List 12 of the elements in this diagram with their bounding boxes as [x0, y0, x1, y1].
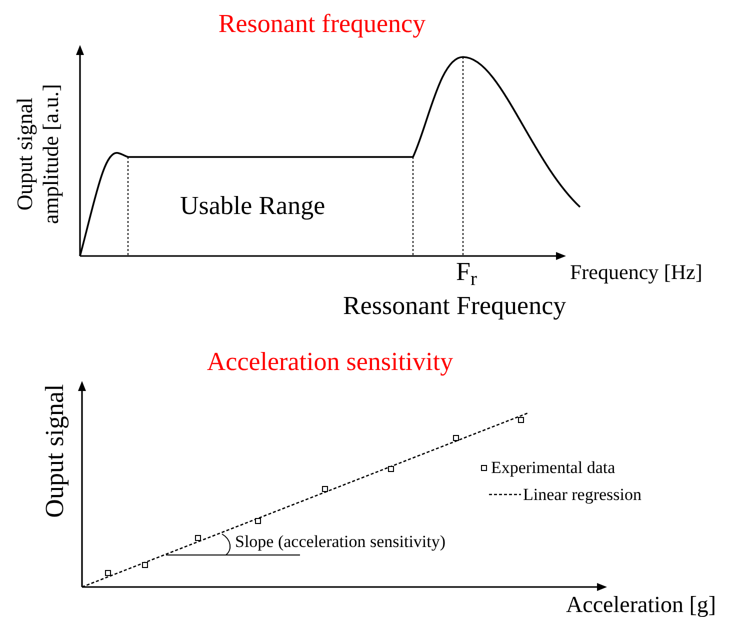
chart-title: Resonant frequency	[218, 8, 426, 40]
axis-label: Ouput signal amplitude [a.u.]	[12, 83, 64, 226]
axis-label: Ouput signal	[40, 383, 70, 520]
legend-label: Linear regression	[523, 484, 642, 506]
region-label: Usable Range	[180, 190, 326, 222]
axis-label: Frequency [Hz]	[570, 259, 702, 286]
frequency-marker-label: F$_{r}$	[456, 256, 477, 291]
axis-label: Acceleration [g]	[566, 591, 716, 617]
chart-title: Acceleration sensitivity	[206, 346, 454, 378]
annotation-label: Ressonant Frequency	[343, 290, 566, 322]
annotation-label: Slope (acceleration sensitivity)	[235, 531, 446, 553]
legend-label: Experimental data	[491, 457, 616, 479]
